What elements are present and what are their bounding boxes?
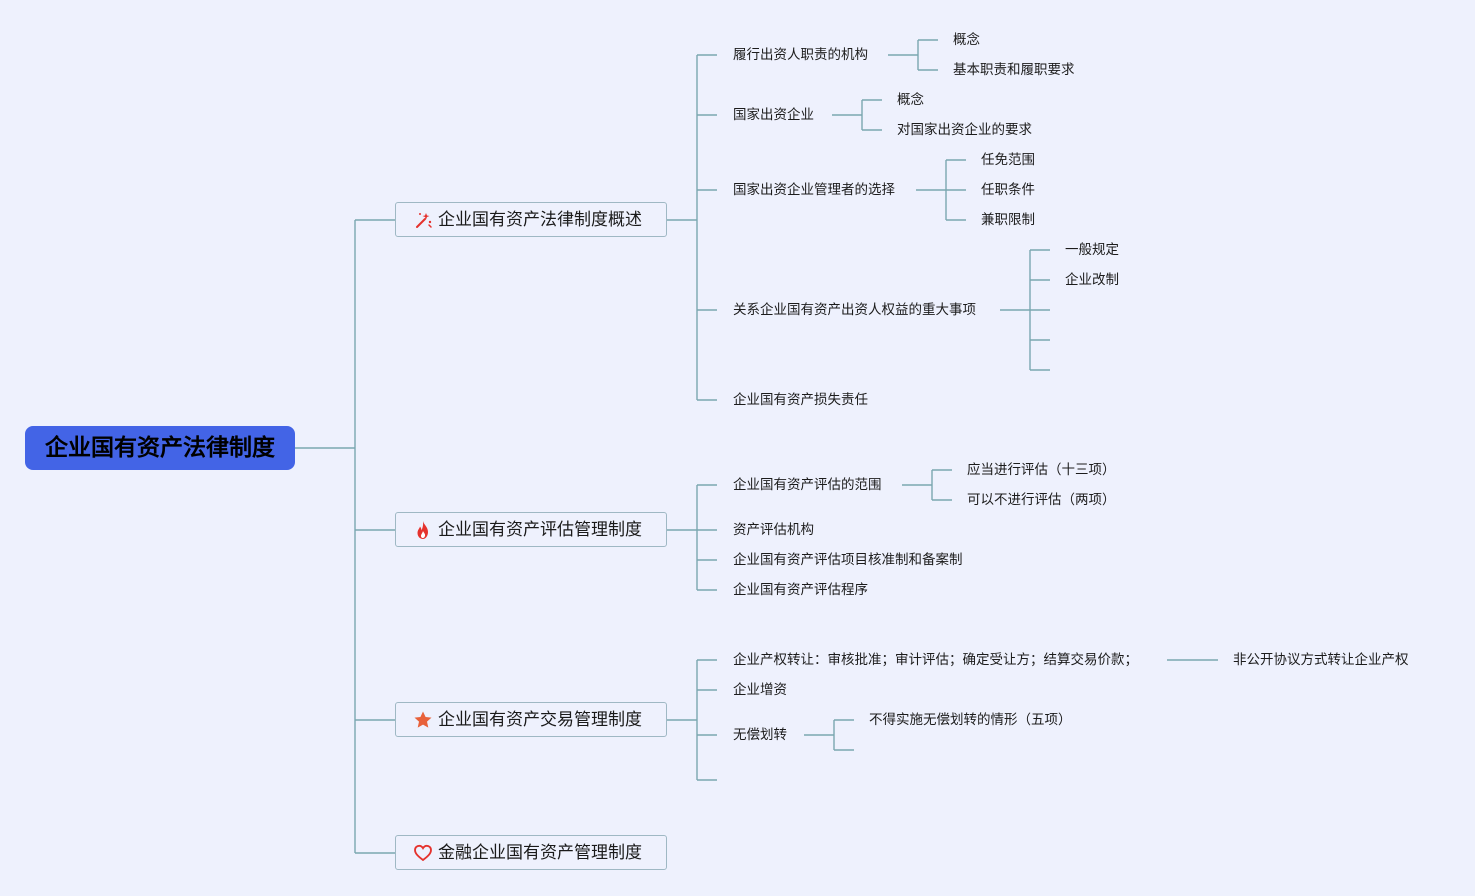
leaf-general-rules[interactable]: 一般规定 <box>1065 242 1119 258</box>
branch-label: 金融企业国有资产管理制度 <box>438 842 642 863</box>
leaf-restructuring[interactable]: 企业改制 <box>1065 272 1119 288</box>
fire-icon <box>413 520 433 540</box>
heart-icon <box>413 843 433 863</box>
leaf-may-skip-evaluation[interactable]: 可以不进行评估（两项） <box>967 492 1116 508</box>
topic-major-matters[interactable]: 关系企业国有资产出资人权益的重大事项 <box>733 302 976 318</box>
leaf-prohibited-cases[interactable]: 不得实施无偿划转的情形（五项） <box>869 712 1072 728</box>
topic-state-enterprise[interactable]: 国家出资企业 <box>733 107 814 123</box>
topic-valuation-procedure[interactable]: 企业国有资产评估程序 <box>733 582 868 598</box>
leaf-duties[interactable]: 基本职责和履职要求 <box>953 62 1075 78</box>
topic-valuation-agency[interactable]: 资产评估机构 <box>733 522 814 538</box>
branch-label: 企业国有资产法律制度概述 <box>438 209 642 230</box>
leaf-qualifications[interactable]: 任职条件 <box>981 182 1035 198</box>
branch-overview[interactable]: 企业国有资产法律制度概述 <box>395 202 667 237</box>
branch-label: 企业国有资产交易管理制度 <box>438 709 642 730</box>
leaf-requirements[interactable]: 对国家出资企业的要求 <box>897 122 1032 138</box>
leaf-concept[interactable]: 概念 <box>953 32 980 48</box>
topic-manager-selection[interactable]: 国家出资企业管理者的选择 <box>733 182 895 198</box>
star-icon <box>413 710 433 730</box>
branch-financial[interactable]: 金融企业国有资产管理制度 <box>395 835 667 870</box>
topic-free-transfer[interactable]: 无偿划转 <box>733 727 787 743</box>
branch-label: 企业国有资产评估管理制度 <box>438 519 642 540</box>
topic-loss-liability[interactable]: 企业国有资产损失责任 <box>733 392 868 408</box>
root-node[interactable]: 企业国有资产法律制度 <box>25 426 295 470</box>
branch-transaction[interactable]: 企业国有资产交易管理制度 <box>395 702 667 737</box>
leaf-must-evaluate[interactable]: 应当进行评估（十三项） <box>967 462 1116 478</box>
leaf-concurrent-limits[interactable]: 兼职限制 <box>981 212 1035 228</box>
topic-investor-agency[interactable]: 履行出资人职责的机构 <box>733 47 868 63</box>
topic-capital-increase[interactable]: 企业增资 <box>733 682 787 698</box>
branch-valuation[interactable]: 企业国有资产评估管理制度 <box>395 512 667 547</box>
leaf-concept[interactable]: 概念 <box>897 92 924 108</box>
leaf-appointment-scope[interactable]: 任免范围 <box>981 152 1035 168</box>
leaf-non-public-transfer[interactable]: 非公开协议方式转让企业产权 <box>1233 652 1409 668</box>
topic-approval-filing[interactable]: 企业国有资产评估项目核准制和备案制 <box>733 552 963 568</box>
topic-valuation-scope[interactable]: 企业国有资产评估的范围 <box>733 477 882 493</box>
magic-wand-icon <box>413 210 433 230</box>
topic-equity-transfer[interactable]: 企业产权转让：审核批准；审计评估；确定受让方；结算交易价款； <box>733 652 1138 668</box>
